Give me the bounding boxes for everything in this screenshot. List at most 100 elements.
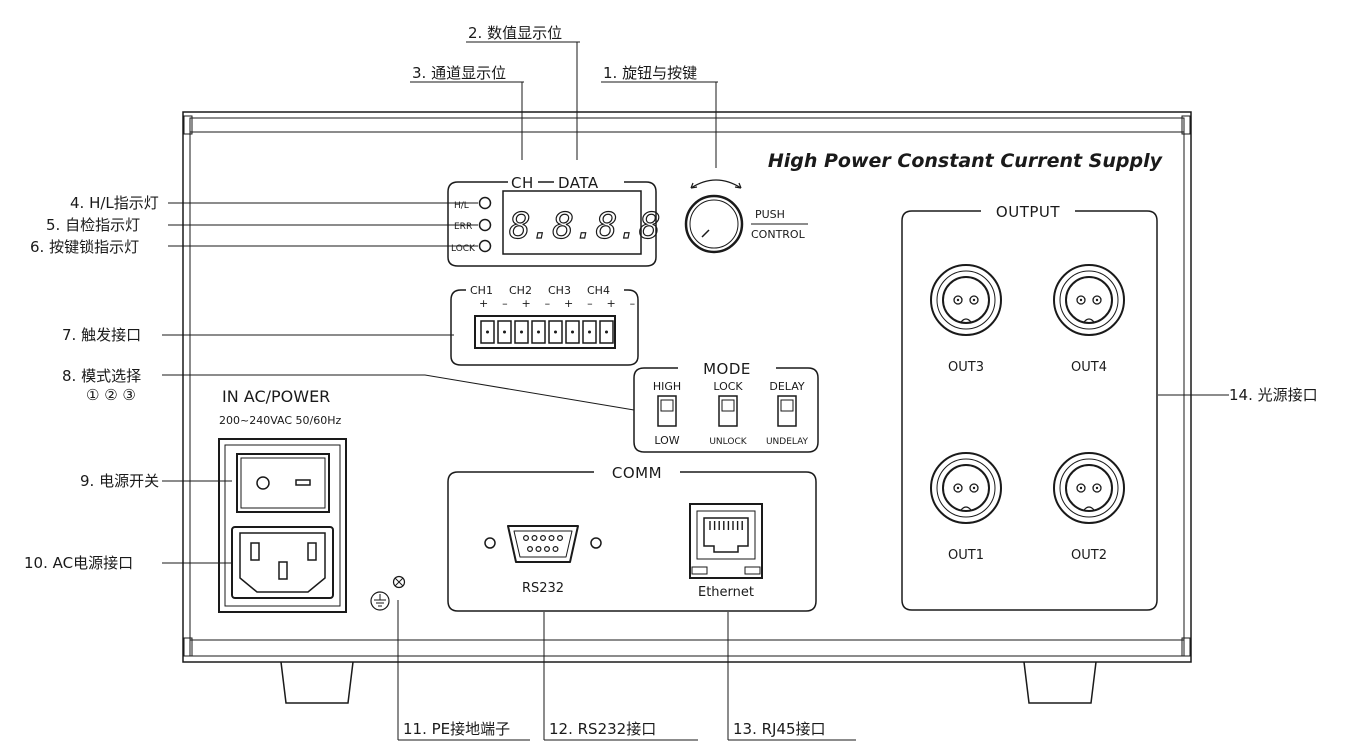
- output-pin: [969, 295, 979, 305]
- mode-switch-2-top: LOCK: [713, 380, 743, 393]
- callout-11: 11. PE接地端子: [397, 600, 530, 741]
- trigger-pins: [480, 320, 614, 344]
- db9-pin: [556, 534, 563, 541]
- db9-pin: [552, 545, 559, 552]
- power-title: IN AC/POWER: [222, 387, 330, 406]
- callout-4: 4. H/L指示灯: [70, 194, 478, 212]
- output-pin: [969, 483, 979, 493]
- db9-pin: [531, 534, 538, 541]
- db9-pins: [522, 534, 563, 552]
- callout-7-label: 7. 触发接口: [62, 326, 141, 344]
- power-switch-off-mark: [256, 476, 270, 490]
- err-indicator-light: [478, 218, 492, 232]
- ac-power-inlet[interactable]: [231, 526, 334, 599]
- trigger-pin: [548, 320, 563, 344]
- data-label: DATA: [558, 174, 599, 192]
- callout-9: 9. 电源开关: [80, 472, 232, 490]
- right-foot: [1023, 661, 1097, 704]
- mode-panel: MODE HIGH LOW LOCK UNLOCK DELAY UNDELAY: [633, 360, 819, 453]
- callout-5: 5. 自检指示灯: [46, 216, 478, 234]
- callout-13: 13. RJ45接口: [727, 612, 856, 741]
- callout-8-label: 8. 模式选择: [62, 367, 141, 385]
- output-label-out4: OUT4: [1071, 360, 1107, 375]
- ethernet-port[interactable]: [689, 503, 763, 579]
- rs232-port[interactable]: [484, 525, 602, 563]
- trigger-polarity-label: + – + – + – + –: [479, 297, 640, 310]
- power-switch-on-mark: [295, 479, 311, 486]
- comm-title: COMM: [612, 464, 662, 482]
- device-title: High Power Constant Current Supply: [768, 150, 1164, 172]
- mode-switch-delay-undelay[interactable]: DELAY UNDELAY: [766, 380, 809, 447]
- power-spec: 200~240VAC 50/60Hz: [219, 414, 342, 427]
- output-connector-out4[interactable]: OUT4: [1053, 264, 1125, 375]
- callout-2-label: 2. 数值显示位: [468, 24, 562, 42]
- rs232-label: RS232: [522, 581, 564, 596]
- db9-pin: [526, 545, 533, 552]
- trigger-terminal-block[interactable]: [474, 315, 616, 349]
- trigger-ch2-label: CH2: [509, 284, 532, 297]
- callout-13-label: 13. RJ45接口: [733, 720, 826, 738]
- callout-14-label: 14. 光源接口: [1229, 386, 1318, 404]
- mode-switch-1-top: HIGH: [653, 380, 681, 393]
- callout-12: 12. RS232接口: [543, 612, 698, 741]
- power-switch[interactable]: [236, 453, 330, 513]
- callout-5-label: 5. 自检指示灯: [46, 216, 140, 234]
- lock-indicator-light: [478, 239, 492, 253]
- callout-7: 7. 触发接口: [62, 326, 454, 344]
- output-pin: [1092, 483, 1102, 493]
- control-knob[interactable]: [684, 179, 744, 254]
- trigger-channel-labels: CH1 CH2 CH3 CH4: [470, 284, 610, 297]
- output-pin: [1076, 483, 1086, 493]
- trigger-pin: [599, 320, 614, 344]
- display-digits: 8.8.8.8: [509, 206, 661, 247]
- knob-pointer: [701, 229, 710, 238]
- mode-switch-high-low[interactable]: HIGH LOW: [653, 380, 681, 447]
- trigger-pin: [497, 320, 512, 344]
- ch-label: CH: [511, 174, 534, 192]
- push-label: PUSH: [755, 208, 785, 221]
- mode-switch-2-bottom: UNLOCK: [709, 437, 747, 447]
- callout-4-label: 4. H/L指示灯: [70, 194, 159, 212]
- mode-switch-lock-unlock[interactable]: LOCK UNLOCK: [709, 380, 747, 447]
- trigger-pin: [531, 320, 546, 344]
- output-connector-out1[interactable]: OUT1: [930, 452, 1002, 563]
- mode-switch-3-bottom: UNDELAY: [766, 437, 809, 447]
- callout-3-label: 3. 通道显示位: [412, 64, 506, 82]
- indicator-label-err: ERR: [454, 222, 472, 232]
- trigger-port-panel: CH1 CH2 CH3 CH4 + – + – + – + –: [450, 284, 640, 366]
- callout-1: 1. 旋钮与按键: [601, 64, 718, 168]
- db9-pin: [543, 545, 550, 552]
- indicator-label-lock: LOCK: [451, 244, 476, 254]
- callout-9-label: 9. 电源开关: [80, 472, 159, 490]
- output-pin: [1092, 295, 1102, 305]
- trigger-pin: [582, 320, 597, 344]
- left-foot: [280, 661, 354, 704]
- db9-pin: [522, 534, 529, 541]
- output-connector-out2[interactable]: OUT2: [1053, 452, 1125, 563]
- callout-8-sub: ① ② ③: [86, 386, 136, 404]
- callout-12-label: 12. RS232接口: [549, 720, 656, 738]
- control-label: CONTROL: [751, 228, 806, 241]
- indicator-label-hl: H/L: [454, 201, 469, 211]
- rj45-pins: [709, 521, 743, 530]
- output-pin: [1076, 295, 1086, 305]
- ethernet-led-left: [691, 566, 708, 575]
- callout-2: 2. 数值显示位: [466, 24, 580, 160]
- pe-ground-terminal[interactable]: [370, 575, 406, 611]
- callout-8: 8. 模式选择 ① ② ③: [62, 367, 635, 411]
- output-connector-out3[interactable]: OUT3: [930, 264, 1002, 375]
- ethernet-label: Ethernet: [698, 585, 754, 600]
- mode-switch-1-bottom: LOW: [654, 434, 679, 447]
- trigger-pin: [514, 320, 529, 344]
- output-label-out1: OUT1: [948, 548, 984, 563]
- db9-pin: [535, 545, 542, 552]
- ac-neutral-pin: [307, 542, 317, 561]
- output-label-out2: OUT2: [1071, 548, 1107, 563]
- mode-title: MODE: [703, 360, 751, 378]
- ac-live-pin: [250, 542, 260, 561]
- trigger-ch4-label: CH4: [587, 284, 610, 297]
- power-section: IN AC/POWER 200~240VAC 50/60Hz: [218, 387, 347, 613]
- trigger-ch1-label: CH1: [470, 284, 493, 297]
